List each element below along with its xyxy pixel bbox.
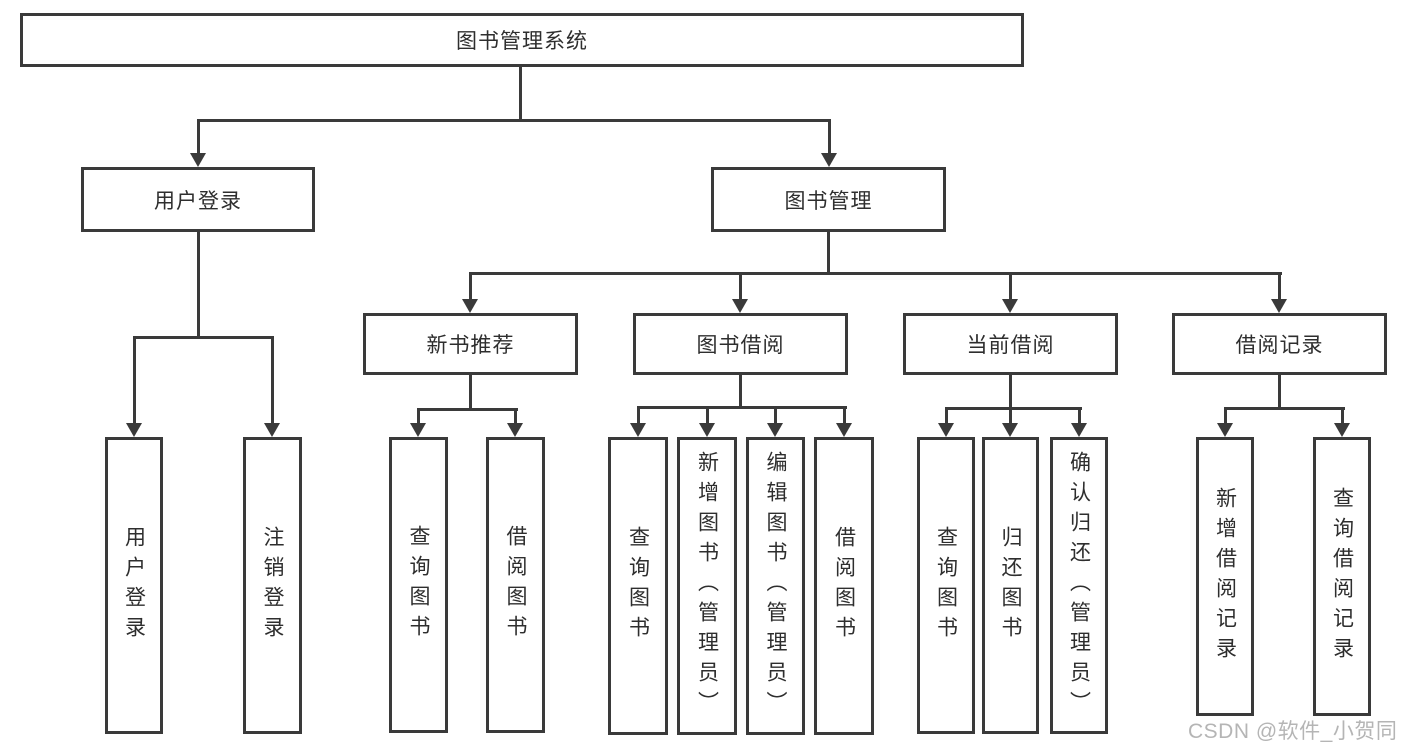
arrow-shaft — [469, 272, 472, 299]
arrowhead-down-icon — [264, 423, 280, 437]
connector-bookmgmt-hline — [469, 272, 1282, 275]
node-leaf-borrow-books: 借阅图书 — [814, 437, 874, 735]
connector-userlogin-vline — [197, 232, 200, 339]
connector-borrowing-vline — [739, 375, 742, 409]
arrowhead-down-icon — [1071, 423, 1087, 437]
node-borrowing-records: 借阅记录 — [1172, 313, 1387, 375]
arrow-shaft — [271, 336, 274, 423]
arrow-shaft — [1009, 272, 1012, 299]
arrow-shaft — [1009, 407, 1012, 423]
arrowhead-down-icon — [1002, 423, 1018, 437]
node-leaf-query-books-current: 查询图书 — [917, 437, 975, 734]
arrow-shaft — [637, 406, 640, 423]
arrowhead-down-icon — [410, 423, 426, 437]
arrowhead-down-icon — [767, 423, 783, 437]
arrow-shaft — [706, 406, 709, 423]
arrow-shaft — [417, 408, 420, 423]
node-leaf-user-login: 用户登录 — [105, 437, 163, 734]
arrow-shaft — [945, 407, 948, 423]
connector-root-hline — [197, 119, 830, 122]
node-leaf-add-borrow-record: 新增借阅记录 — [1196, 437, 1254, 716]
node-current-borrowing: 当前借阅 — [903, 313, 1118, 375]
node-leaf-borrow-books-recommend: 借阅图书 — [486, 437, 545, 733]
arrowhead-down-icon — [1334, 423, 1350, 437]
connector-records-hline — [1224, 407, 1345, 410]
arrow-shaft — [514, 408, 517, 423]
connector-borrowing-hline — [637, 406, 847, 409]
connector-userlogin-hline — [133, 336, 274, 339]
arrowhead-down-icon — [1271, 299, 1287, 313]
arrow-shaft — [1224, 407, 1227, 423]
connector-newbook-vline — [469, 375, 472, 411]
arrowhead-down-icon — [1002, 299, 1018, 313]
arrowhead-down-icon — [126, 423, 142, 437]
arrowhead-down-icon — [699, 423, 715, 437]
node-leaf-query-books-borrowing: 查询图书 — [608, 437, 668, 735]
arrowhead-down-icon — [821, 153, 837, 167]
connector-root-vline — [519, 67, 522, 122]
arrow-shaft — [1078, 407, 1081, 423]
node-user-login-module: 用户登录 — [81, 167, 315, 232]
connector-current-vline — [1009, 375, 1012, 410]
arrow-shaft — [739, 272, 742, 299]
arrow-shaft — [133, 336, 136, 423]
node-library-management-system: 图书管理系统 — [20, 13, 1024, 67]
arrowhead-down-icon — [938, 423, 954, 437]
node-leaf-query-borrow-record: 查询借阅记录 — [1313, 437, 1371, 716]
node-book-management-module: 图书管理 — [711, 167, 946, 232]
arrowhead-down-icon — [462, 299, 478, 313]
node-leaf-confirm-return-admin: 确认归还（管理员） — [1050, 437, 1108, 734]
node-leaf-return-books: 归还图书 — [982, 437, 1039, 734]
arrow-shaft — [1341, 407, 1344, 423]
node-new-book-recommendation: 新书推荐 — [363, 313, 578, 375]
connector-newbook-hline — [417, 408, 518, 411]
node-leaf-logout: 注销登录 — [243, 437, 302, 734]
arrow-shaft — [1278, 272, 1281, 299]
arrowhead-down-icon — [507, 423, 523, 437]
arrowhead-down-icon — [732, 299, 748, 313]
arrowhead-down-icon — [190, 153, 206, 167]
arrowhead-down-icon — [630, 423, 646, 437]
arrow-shaft — [774, 406, 777, 423]
csdn-watermark: CSDN @软件_小贺同学 — [1188, 720, 1398, 743]
arrow-shaft — [843, 406, 846, 423]
arrow-shaft — [828, 119, 831, 153]
arrowhead-down-icon — [1217, 423, 1233, 437]
node-leaf-query-books-recommend: 查询图书 — [389, 437, 448, 733]
connector-current-hline — [945, 407, 1082, 410]
node-leaf-edit-books-admin: 编辑图书（管理员） — [746, 437, 805, 735]
node-book-borrowing: 图书借阅 — [633, 313, 848, 375]
connector-records-vline — [1278, 375, 1281, 410]
arrowhead-down-icon — [836, 423, 852, 437]
arrow-shaft — [197, 119, 200, 153]
node-leaf-add-books-admin: 新增图书（管理员） — [677, 437, 737, 735]
connector-bookmgmt-vline — [827, 232, 830, 275]
